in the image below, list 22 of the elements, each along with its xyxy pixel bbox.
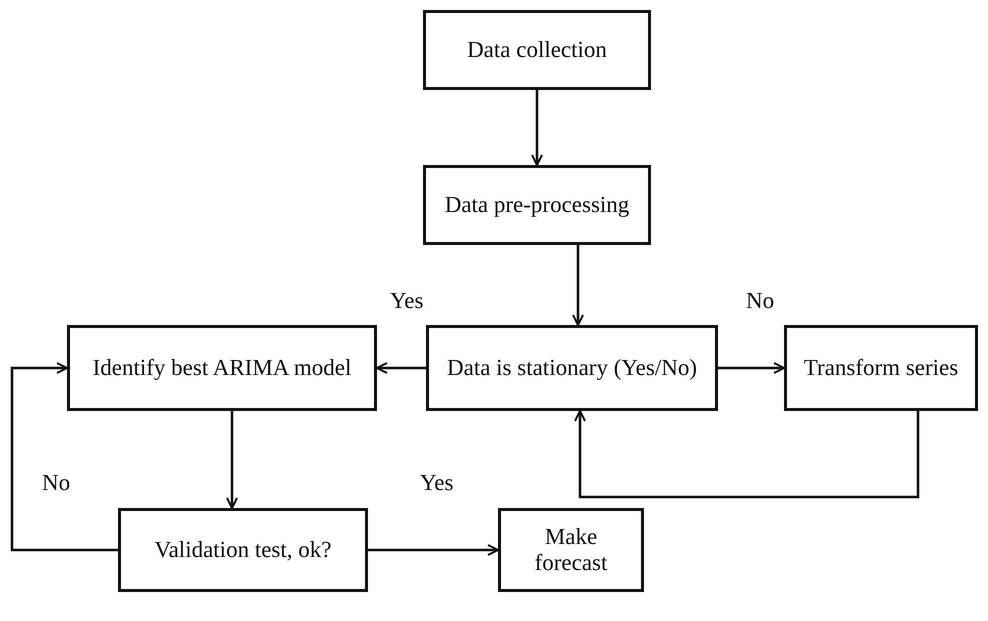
process-box bbox=[426, 325, 718, 411]
box-text: Data is stationary (Yes/No) bbox=[447, 354, 697, 382]
box-text: Validation test, ok? bbox=[154, 536, 332, 564]
process-box bbox=[784, 325, 978, 411]
process-box bbox=[67, 325, 377, 411]
arrow bbox=[10, 362, 118, 552]
arrow bbox=[718, 362, 785, 374]
arrow bbox=[572, 245, 584, 326]
arrow bbox=[368, 544, 499, 556]
box-text: Make forecast bbox=[534, 524, 608, 576]
box-text: Identify best ARIMA model bbox=[92, 354, 352, 382]
box-text: Data collection bbox=[467, 36, 607, 64]
arrow bbox=[226, 411, 238, 509]
box-text: Transform series bbox=[804, 354, 958, 382]
arrow bbox=[376, 362, 426, 374]
arrow bbox=[531, 90, 543, 166]
arrow bbox=[574, 410, 920, 498]
process-box bbox=[423, 165, 651, 245]
box-text: Data pre-processing bbox=[444, 192, 630, 218]
process-box bbox=[118, 508, 368, 592]
process-box bbox=[498, 508, 644, 592]
process-box bbox=[423, 10, 651, 90]
